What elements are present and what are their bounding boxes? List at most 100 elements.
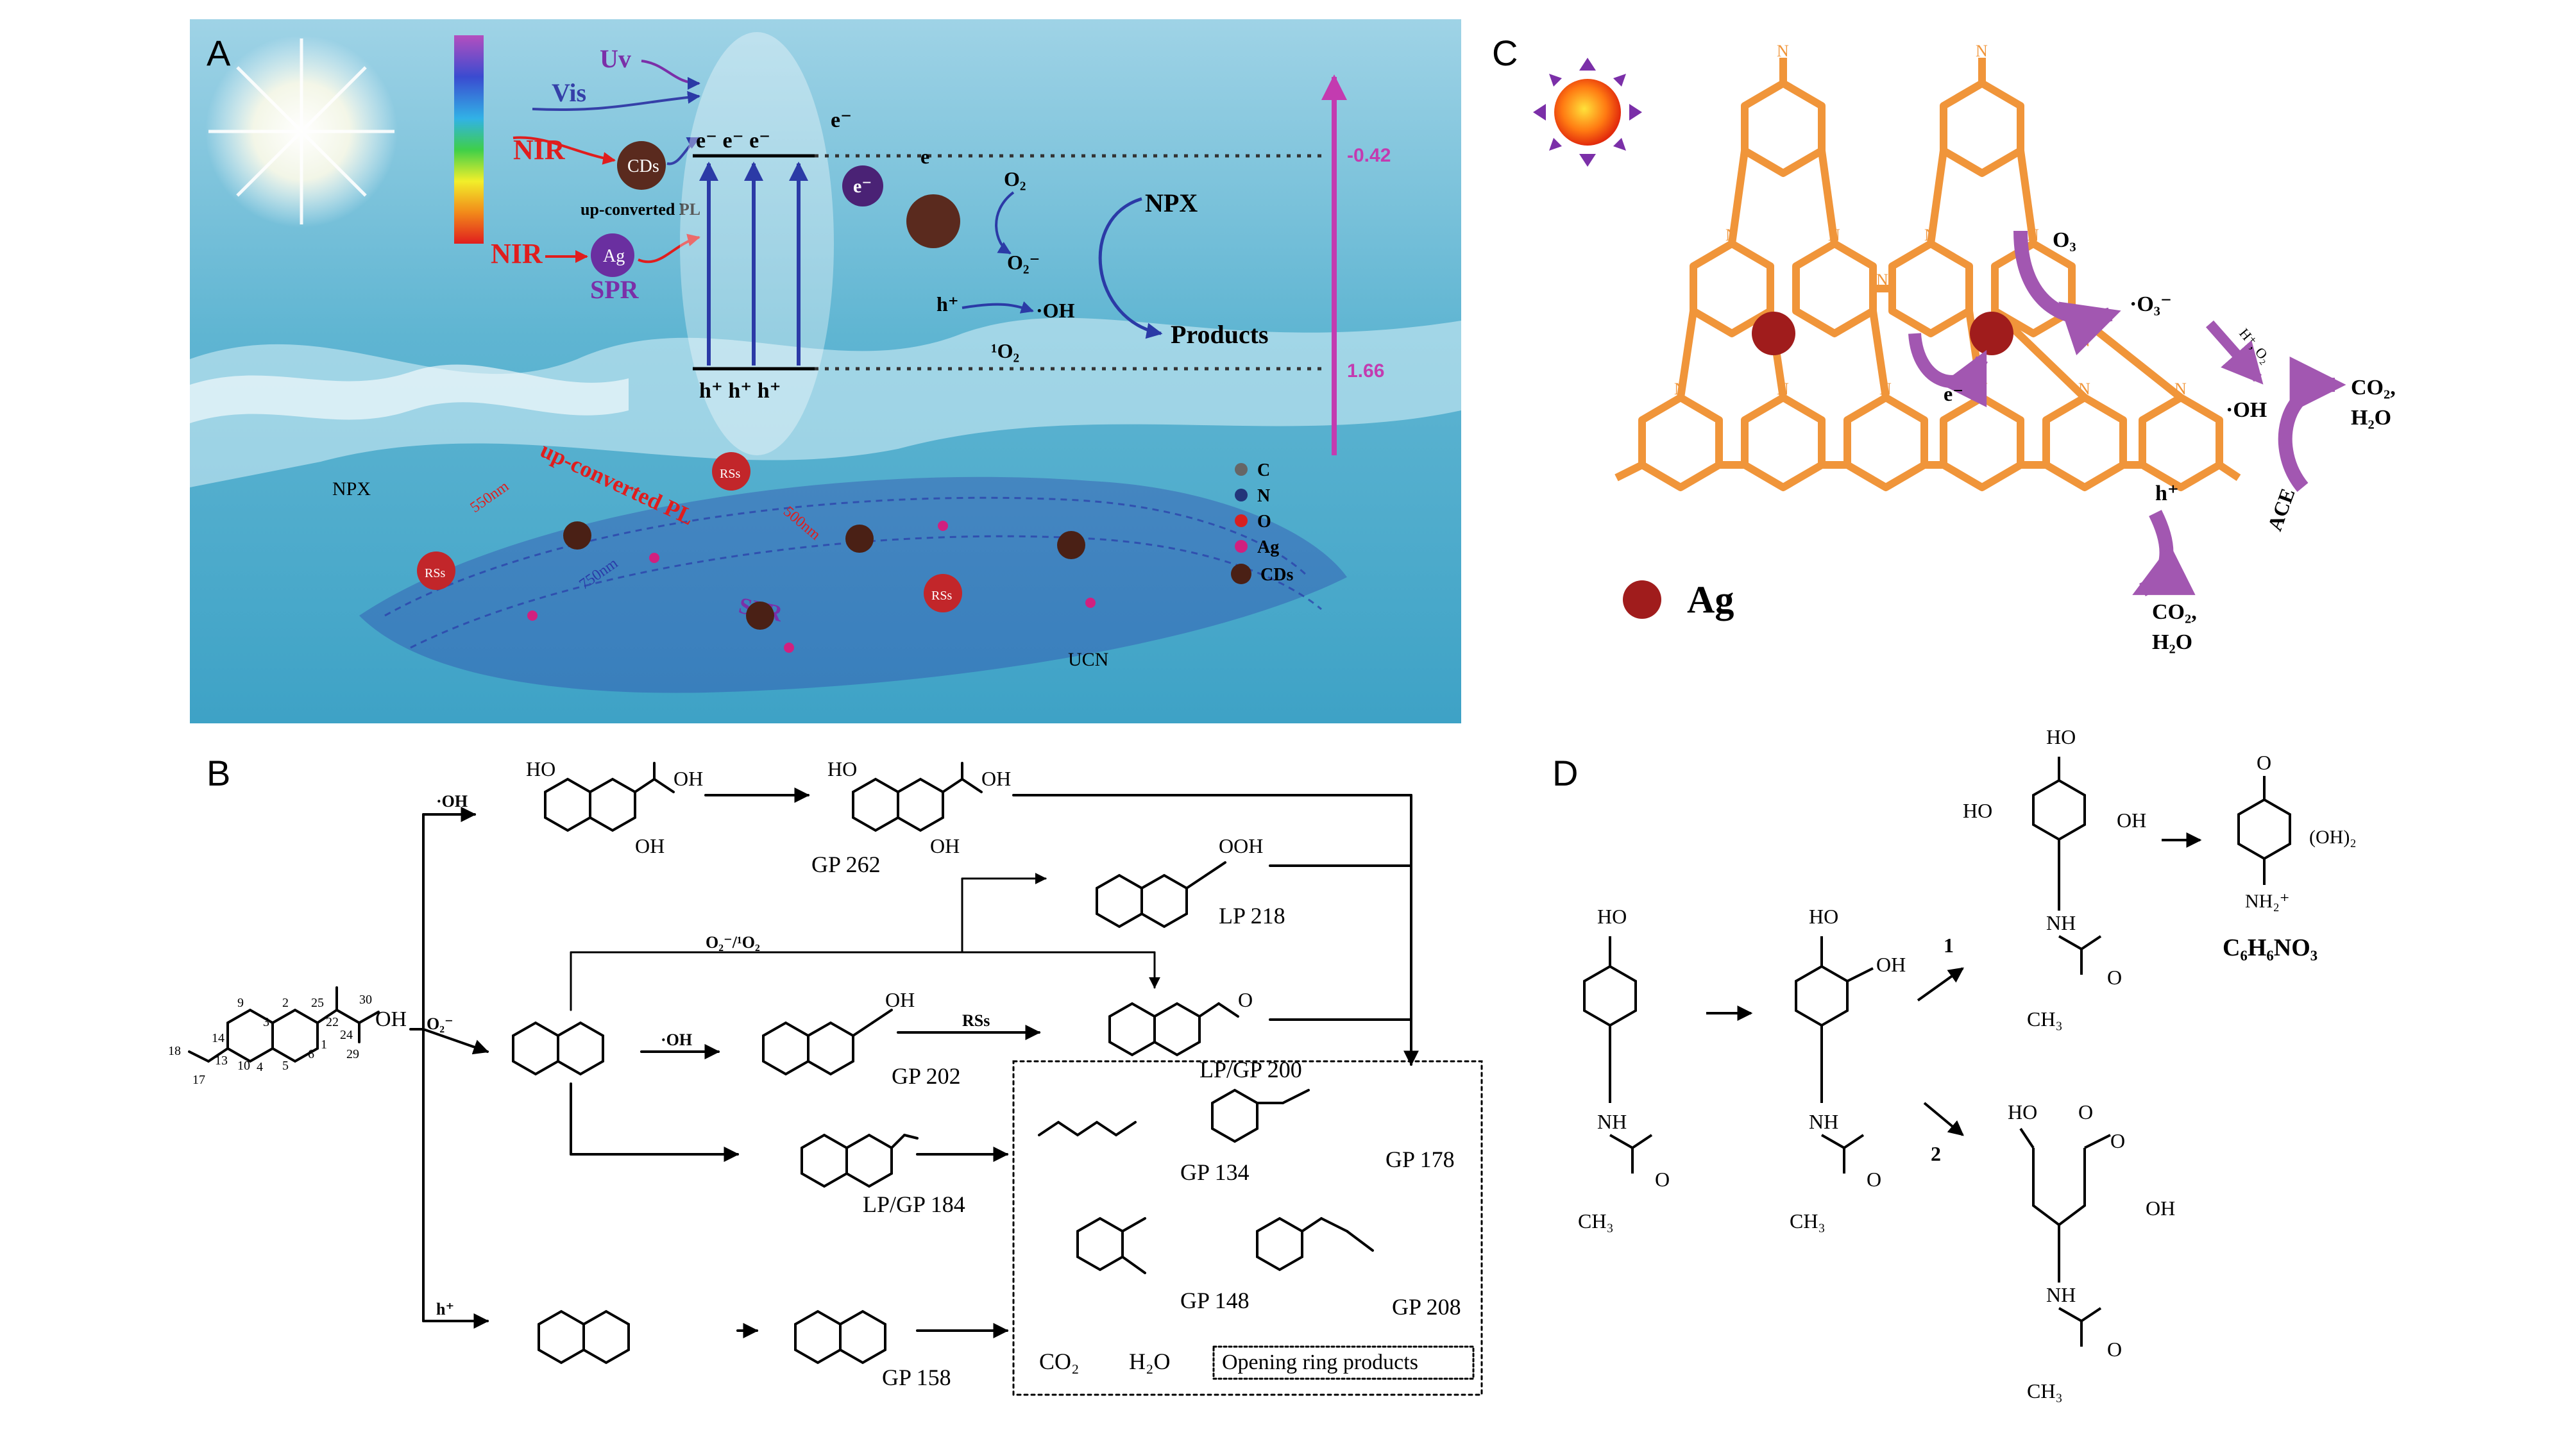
cds-label: CDs — [627, 156, 659, 176]
ag-site-2 — [1970, 312, 2013, 355]
gp208-label: GP 208 — [1392, 1294, 1461, 1320]
acetaminophen-structures — [1583, 757, 2291, 1347]
cds-electron-cluster — [906, 194, 960, 248]
svg-text:30: 30 — [359, 993, 372, 1007]
panel-letter-c: C — [1492, 33, 1518, 73]
electron-circle-label: e⁻ — [853, 176, 872, 197]
ooh-label: OOH — [1219, 834, 1263, 857]
npx-left-label: NPX — [332, 478, 371, 500]
svg-text:6: 6 — [308, 1047, 314, 1061]
npx-oh: OH — [375, 1007, 407, 1031]
oh-bot-1: OH — [635, 834, 665, 857]
panel-letter-b: B — [207, 753, 230, 793]
electron-float: e⁻ — [831, 108, 852, 132]
ho-tri-top: HO — [2046, 725, 2076, 748]
ace-oxidation-arrow — [2278, 357, 2346, 492]
panel-b-degradation-pathway: B OH 25 30 22 24 29 9 2 1 3 6 14 13 4 5 … — [168, 753, 1483, 1396]
wave — [190, 317, 1461, 487]
branch-lines — [409, 787, 1419, 1338]
hplus-c-label: h⁺ — [2155, 482, 2179, 505]
vis-arrow — [532, 90, 700, 111]
ch3-tri: CH₃ — [2027, 1007, 2063, 1031]
spr-arrow — [638, 233, 700, 264]
ag-legend-dot — [1623, 580, 1661, 619]
o3-to-oh-arrow — [2206, 320, 2264, 385]
formula-label: C₆H₆NO₃ — [2223, 934, 2318, 961]
svg-text:1: 1 — [321, 1038, 327, 1052]
band-highlight — [680, 32, 834, 455]
ring-opening-products — [1038, 1088, 1374, 1274]
o-ace: O — [1655, 1168, 1670, 1191]
uv-arrow — [641, 60, 700, 90]
panel-d-ace-pathway: D HO NH O — [1552, 725, 2357, 1402]
svg-text:N: N — [2078, 332, 2090, 350]
svg-text:24: 24 — [340, 1028, 353, 1042]
co2-h2o-top: CO₂,H₂O — [2351, 376, 2396, 430]
spectrum-bar — [454, 35, 484, 244]
cb-electrons: e⁻ e⁻ e⁻ — [696, 129, 770, 153]
ho-int: HO — [1809, 905, 1838, 928]
products-label: Products — [1171, 320, 1269, 349]
ho-top-2: HO — [827, 757, 857, 780]
hplus-arrow — [962, 301, 1034, 314]
intermediate-structures — [512, 762, 1239, 1365]
hole-oxidation-arrow — [2132, 510, 2196, 596]
npx-atom-numbers: 25 30 22 24 29 9 2 1 3 6 14 13 4 5 10 18… — [168, 993, 372, 1087]
svg-text:N: N — [1976, 380, 1988, 398]
h2o-label: H₂O — [1129, 1349, 1171, 1374]
ag-label: Ag — [603, 246, 625, 266]
o2-arrow — [995, 191, 1015, 255]
nh-int: NH — [1809, 1110, 1838, 1133]
ag-site-1 — [1752, 312, 1795, 355]
vb-potential: 1.66 — [1347, 360, 1384, 382]
nir-arrow-1 — [513, 136, 616, 165]
gp202-label: GP 202 — [892, 1063, 961, 1089]
svg-text:3: 3 — [263, 1015, 269, 1029]
ho-tri-left: HO — [1963, 799, 1992, 822]
path1-label: 1 — [1944, 934, 1954, 957]
upconv-arrow — [666, 137, 700, 165]
o2-branch-label: O₂⁻ — [427, 1014, 453, 1033]
ho-ace: HO — [1597, 905, 1627, 928]
svg-text:4: 4 — [257, 1060, 263, 1074]
ag-legend-label: Ag — [1687, 578, 1734, 621]
legend-cds: CDs — [1260, 565, 1293, 585]
rss-label-1: RSs — [425, 566, 445, 580]
gp134-label: GP 134 — [1180, 1159, 1250, 1185]
panel-letter-a: A — [207, 33, 231, 73]
svg-text:29: 29 — [346, 1047, 359, 1061]
svg-text:N: N — [1876, 271, 1888, 289]
o2-1o2-label: O₂⁻/¹O₂ — [706, 933, 760, 952]
panel-letter-d: D — [1552, 753, 1578, 793]
ch3-int: CH₃ — [1790, 1209, 1826, 1233]
svg-text:N: N — [2174, 380, 2187, 398]
nh-open: NH — [2046, 1283, 2076, 1306]
oh-top-label: ·OH — [436, 792, 468, 811]
gp262-label: GP 262 — [811, 852, 881, 877]
cds-dots — [563, 521, 1085, 630]
legend-o: O — [1257, 512, 1271, 532]
e-label: e⁻ — [1944, 382, 1963, 405]
legend-c: C — [1257, 460, 1270, 480]
npx-arrow — [1098, 197, 1163, 339]
o-open-3: O — [2107, 1338, 2122, 1361]
oh-radical-label: ·OH — [2226, 398, 2267, 422]
o-int: O — [1867, 1168, 1881, 1191]
opening-ring-box — [1012, 1060, 1483, 1396]
nir-label-2: NIR — [491, 238, 543, 269]
o-lpgp200: O — [1238, 988, 1253, 1011]
o2-label: O₂ — [1004, 167, 1026, 190]
o2-radical: O₂⁻ — [1007, 251, 1040, 274]
oh-top-1: OH — [674, 767, 703, 790]
lp218-label: LP 218 — [1219, 903, 1285, 929]
rss-label-3: RSs — [931, 589, 952, 603]
vb-holes: h⁺ h⁺ h⁺ — [699, 379, 781, 403]
oh-int: OH — [1876, 953, 1906, 976]
wave-foam — [190, 364, 629, 423]
rss-label-2: RSs — [720, 467, 740, 481]
svg-text:N: N — [1828, 226, 1840, 244]
ace-label: ACE — [2263, 485, 2300, 534]
opening-ring-label: Opening ring products — [1222, 1351, 1418, 1374]
